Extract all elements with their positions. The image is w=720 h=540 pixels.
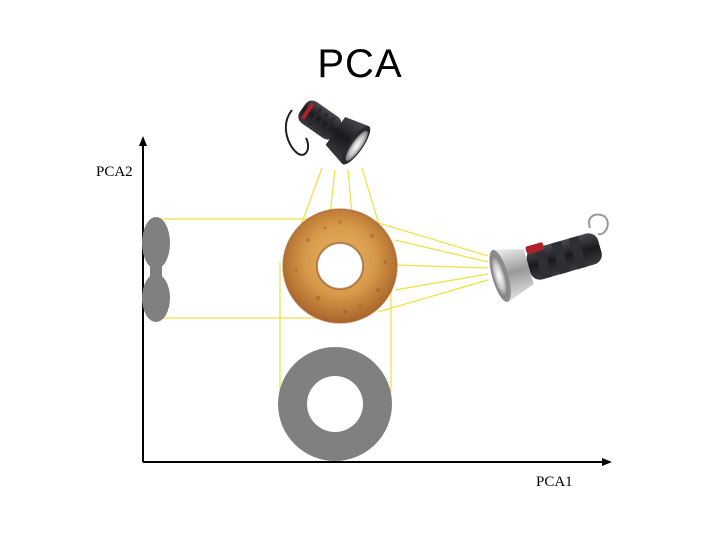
projection-lines-left xyxy=(158,218,336,319)
axis-label-pca2: PCA2 xyxy=(96,164,133,180)
shadow-ring-icon xyxy=(278,347,392,461)
projection-lines-top xyxy=(299,167,381,229)
page-title: PCA xyxy=(317,42,403,86)
projection-lines-right xyxy=(374,221,489,313)
axis-x-arrow xyxy=(602,458,612,466)
donut-icon xyxy=(282,208,398,324)
shadow-peanut-icon xyxy=(142,217,170,322)
flashlight-top-icon xyxy=(284,100,371,165)
flashlight-right-icon xyxy=(489,213,609,302)
axis-label-pca1: PCA1 xyxy=(536,474,573,490)
axis-y-arrow xyxy=(139,136,147,146)
